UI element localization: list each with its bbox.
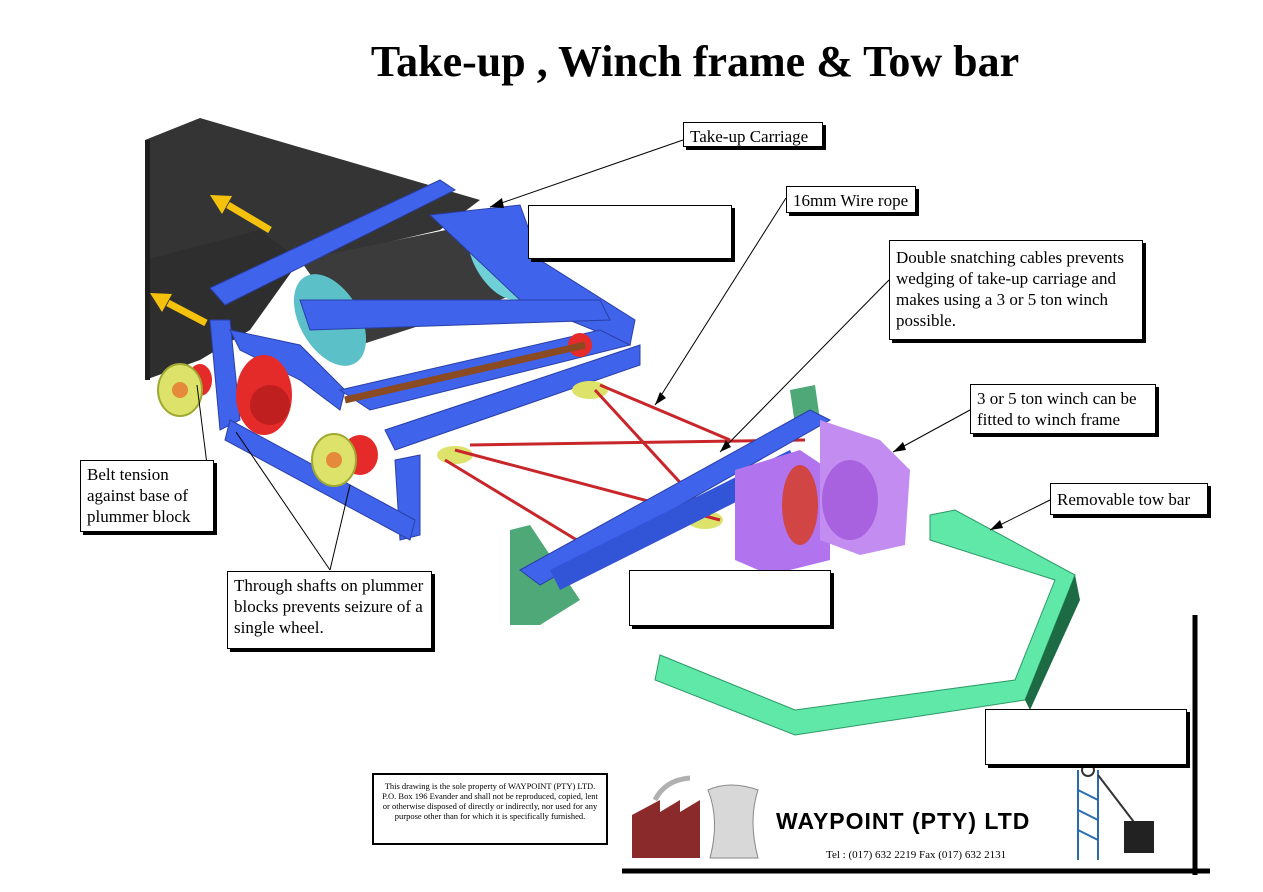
wheels [157,363,723,557]
winch [735,420,910,575]
leader-lines [196,139,1051,571]
headframe-logo [1077,763,1154,860]
disclaimer-notice: This drawing is the sole property of WAY… [372,773,608,845]
direction-arrows [150,195,272,327]
callout-double-snatching: Double snatching cables prevents wedging… [889,240,1143,340]
callout-through-shafts: Through shafts on plummer blocks prevent… [227,571,432,649]
tow-bar [654,509,1080,736]
callout-takeup-carriage: Take-up Carriage [683,122,823,147]
blank-label-box [528,205,732,259]
blank-label-box [629,570,831,626]
contact-info: Tel : (017) 632 2219 Fax (017) 632 2131 [826,849,1007,861]
callout-belt-tension: Belt tension against base of plummer blo… [80,460,214,532]
leader-arrowheads [490,198,1003,530]
page-title: Take-up , Winch frame & Tow bar [370,37,1020,86]
callout-tow-bar: Removable tow bar [1050,483,1208,515]
callout-wire-rope: 16mm Wire rope [786,186,916,213]
callout-winch-fitted: 3 or 5 ton winch can be fitted to winch … [970,384,1156,434]
company-name: WAYPOINT (PTY) LTD [776,808,1031,834]
blank-label-box [985,709,1187,765]
through-shaft [344,341,586,404]
factory-logo [632,775,759,859]
